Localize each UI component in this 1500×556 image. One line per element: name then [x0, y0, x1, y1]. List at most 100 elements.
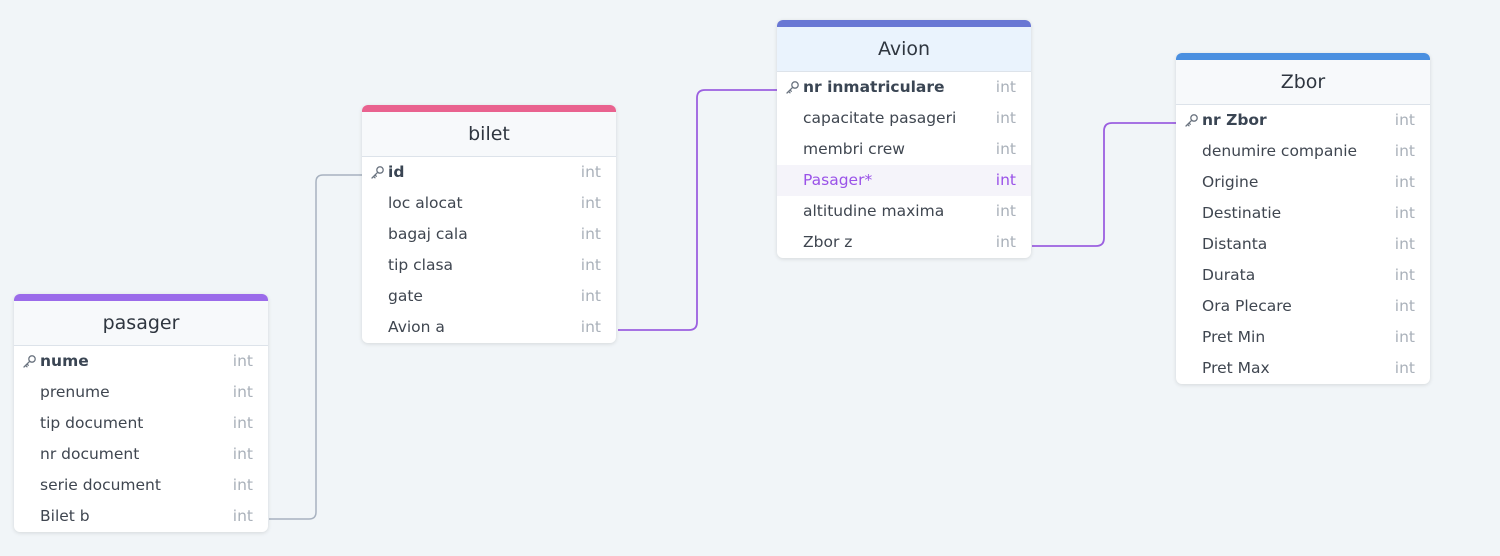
table-title[interactable]: pasager: [14, 301, 268, 346]
table-row[interactable]: tip document int: [14, 408, 268, 439]
field-type: int: [232, 445, 253, 463]
field-name: altitudine maxima: [803, 202, 945, 220]
key-icon: [22, 346, 38, 377]
field-name: Pret Min: [1202, 328, 1266, 346]
table-row[interactable]: nr Zbor int: [1176, 105, 1430, 136]
field-type: int: [995, 171, 1016, 189]
table-row[interactable]: Ora Plecare int: [1176, 291, 1430, 322]
table-row[interactable]: Zbor z int: [777, 227, 1031, 258]
table-row[interactable]: nume int: [14, 346, 268, 377]
field-name: Ora Plecare: [1202, 297, 1292, 315]
field-type: int: [1394, 235, 1415, 253]
key-icon: [370, 157, 386, 188]
field-name: Bilet b: [40, 507, 90, 525]
table-row[interactable]: id int: [362, 157, 616, 188]
field-type: int: [1394, 142, 1415, 160]
field-name: nr Zbor: [1202, 111, 1267, 129]
link-bilet-avion[interactable]: [618, 89, 777, 331]
field-type: int: [232, 352, 253, 370]
field-name: membri crew: [803, 140, 905, 158]
field-type: int: [580, 287, 601, 305]
link-pasager-bilet[interactable]: [269, 174, 362, 520]
table-row[interactable]: Pasager* int: [777, 165, 1031, 196]
table-row[interactable]: Distanta int: [1176, 229, 1430, 260]
table-row[interactable]: Bilet b int: [14, 501, 268, 532]
field-type: int: [580, 256, 601, 274]
field-type: int: [1394, 297, 1415, 315]
table-row[interactable]: bagaj cala int: [362, 219, 616, 250]
table-row[interactable]: tip clasa int: [362, 250, 616, 281]
field-type: int: [1394, 266, 1415, 284]
field-type: int: [580, 318, 601, 336]
field-type: int: [1394, 204, 1415, 222]
table-title[interactable]: bilet: [362, 112, 616, 157]
field-name: prenume: [40, 383, 110, 401]
table-row[interactable]: Pret Min int: [1176, 322, 1430, 353]
field-name: Pasager*: [803, 171, 873, 189]
table-row[interactable]: Avion a int: [362, 312, 616, 343]
field-type: int: [1394, 359, 1415, 377]
field-type: int: [1394, 173, 1415, 191]
field-type: int: [1394, 328, 1415, 346]
table-row[interactable]: Origine int: [1176, 167, 1430, 198]
field-name: id: [388, 163, 405, 181]
field-type: int: [232, 476, 253, 494]
table-accent-bar: [14, 294, 268, 301]
field-name: Avion a: [388, 318, 445, 336]
table-title[interactable]: Zbor: [1176, 60, 1430, 105]
table-row[interactable]: denumire companie int: [1176, 136, 1430, 167]
field-type: int: [232, 414, 253, 432]
table-row[interactable]: prenume int: [14, 377, 268, 408]
field-name: tip clasa: [388, 256, 454, 274]
table-row[interactable]: capacitate pasageri int: [777, 103, 1031, 134]
field-type: int: [995, 233, 1016, 251]
field-name: loc alocat: [388, 194, 463, 212]
table-row[interactable]: loc alocat int: [362, 188, 616, 219]
field-type: int: [995, 78, 1016, 96]
field-name: denumire companie: [1202, 142, 1358, 160]
field-type: int: [995, 109, 1016, 127]
table-row[interactable]: gate int: [362, 281, 616, 312]
table-row[interactable]: Destinatie int: [1176, 198, 1430, 229]
field-type: int: [1394, 111, 1415, 129]
key-icon: [1184, 105, 1200, 136]
field-name: bagaj cala: [388, 225, 468, 243]
field-name: gate: [388, 287, 423, 305]
table-title[interactable]: Avion: [777, 27, 1031, 72]
field-type: int: [580, 225, 601, 243]
field-name: Destinatie: [1202, 204, 1282, 222]
key-icon: [785, 72, 801, 103]
field-name: nr document: [40, 445, 140, 463]
field-type: int: [995, 140, 1016, 158]
field-type: int: [995, 202, 1016, 220]
field-name: nr inmatriculare: [803, 78, 945, 96]
field-type: int: [580, 194, 601, 212]
table-accent-bar: [777, 20, 1031, 27]
table-row[interactable]: altitudine maxima int: [777, 196, 1031, 227]
field-name: nume: [40, 352, 89, 370]
field-name: serie document: [40, 476, 161, 494]
table-row[interactable]: nr document int: [14, 439, 268, 470]
field-type: int: [232, 507, 253, 525]
field-name: capacitate pasageri: [803, 109, 957, 127]
field-name: Origine: [1202, 173, 1259, 191]
table-row[interactable]: nr inmatriculare int: [777, 72, 1031, 103]
field-name: tip document: [40, 414, 144, 432]
field-type: int: [580, 163, 601, 181]
field-name: Zbor z: [803, 233, 853, 251]
table-row[interactable]: membri crew int: [777, 134, 1031, 165]
table-accent-bar: [362, 105, 616, 112]
link-avion-zbor[interactable]: [1032, 122, 1176, 247]
field-name: Distanta: [1202, 235, 1268, 253]
table-row[interactable]: Durata int: [1176, 260, 1430, 291]
field-type: int: [232, 383, 253, 401]
table-accent-bar: [1176, 53, 1430, 60]
table-row[interactable]: serie document int: [14, 470, 268, 501]
field-name: Durata: [1202, 266, 1256, 284]
